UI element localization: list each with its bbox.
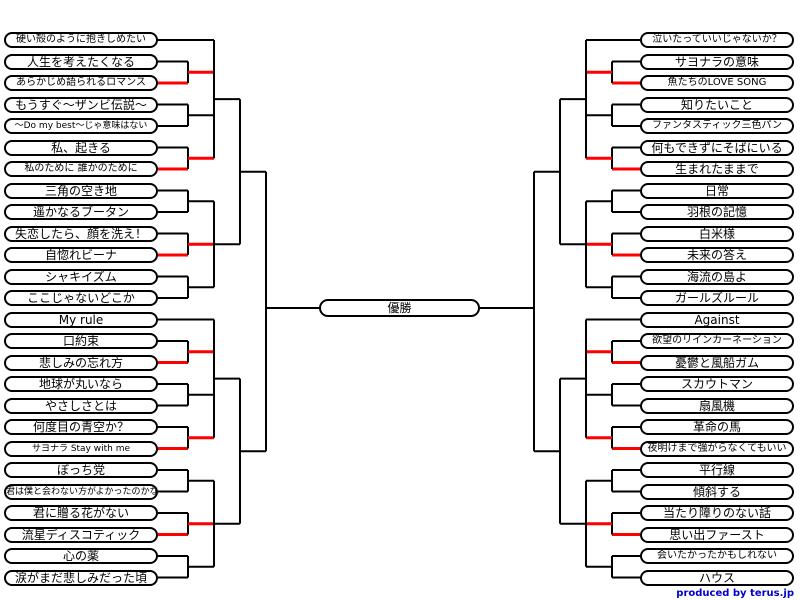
- entry-right-1: 泣いたっていいじゃないか？: [640, 32, 794, 48]
- entry-right-6: 何もできずにそばにいる: [640, 139, 794, 156]
- entry-left-8: 三角の空き地: [4, 182, 158, 199]
- entry-left-22: 君は僕と会わない方がよかったのかな: [4, 483, 158, 500]
- entry-right-16: 憂鬱と風船ガム: [640, 354, 794, 371]
- entry-left-9: 遥かなるブータン: [4, 204, 158, 220]
- entry-right-11: 未来の答え: [640, 247, 794, 263]
- entry-left-15: 口約束: [4, 333, 158, 349]
- entry-left-17: 地球が丸いなら: [4, 376, 158, 392]
- entry-left-2: 人生を考えたくなる: [4, 53, 158, 70]
- entry-left-13: ここじゃないどこか: [4, 290, 158, 306]
- entry-right-3: 魚たちのLOVE SONG: [640, 75, 794, 91]
- entry-right-10: 白米様: [640, 225, 794, 242]
- entry-right-8: 日常: [640, 182, 794, 199]
- entry-left-16: 悲しみの忘れ方: [4, 354, 158, 371]
- entry-left-10: 失恋したら、顔を洗え！: [4, 225, 158, 242]
- entry-left-20: サヨナラ Stay with me: [4, 440, 158, 457]
- final-label: 優勝: [387, 301, 412, 315]
- entry-left-4: もうすぐ～ザンビ伝説～: [4, 96, 158, 113]
- entry-left-19: 何度目の青空か？: [4, 419, 158, 435]
- entry-left-12: シャキイズム: [4, 268, 158, 285]
- entry-right-9: 羽根の記憶: [640, 204, 794, 220]
- credit-text: produced by terus.jp: [676, 588, 794, 599]
- entry-left-5: ～Do my best～じゃ意味はない: [4, 118, 158, 134]
- final-winner-box: 優勝: [319, 299, 480, 317]
- entry-right-20: 夜明けまで強がらなくてもいい: [640, 440, 794, 457]
- entry-left-26: 涙がまだ悲しみだった頃: [4, 569, 158, 586]
- entry-right-2: サヨナラの意味: [640, 53, 794, 70]
- entry-left-6: 私、起きる: [4, 139, 158, 156]
- entry-right-14: Against: [640, 311, 794, 328]
- entry-right-7: 生まれたままで: [640, 161, 794, 177]
- entry-left-3: あらかじめ語られるロマンス: [4, 75, 158, 91]
- entry-right-15: 欲望のリインカーネーション: [640, 333, 794, 349]
- entry-right-19: 革命の馬: [640, 419, 794, 435]
- entry-right-24: 思い出ファースト: [640, 526, 794, 543]
- entry-left-7: 私のために 誰かのために: [4, 161, 158, 177]
- entry-left-14: My rule: [4, 311, 158, 328]
- entry-left-24: 流星ディスコティック: [4, 526, 158, 543]
- entry-left-21: ぼっち党: [4, 462, 158, 478]
- entry-right-26: ハウス: [640, 569, 794, 586]
- entry-right-5: ファンタスティック三色パン: [640, 118, 794, 134]
- entry-right-17: スカウトマン: [640, 376, 794, 392]
- entry-right-13: ガールズルール: [640, 290, 794, 306]
- entry-right-25: 会いたかったかもしれない: [640, 548, 794, 564]
- entry-right-22: 傾斜する: [640, 483, 794, 500]
- entry-right-4: 知りたいこと: [640, 96, 794, 113]
- entry-left-25: 心の薬: [4, 548, 158, 564]
- entry-right-23: 当たり障りのない話: [640, 505, 794, 521]
- entry-right-12: 海流の島よ: [640, 268, 794, 285]
- entry-left-23: 君に贈る花がない: [4, 505, 158, 521]
- entry-right-21: 平行線: [640, 462, 794, 478]
- entry-left-1: 硬い殻のように抱きしめたい: [4, 32, 158, 48]
- entry-left-11: 自惚れビーナ: [4, 247, 158, 263]
- entry-right-18: 扇風機: [640, 397, 794, 414]
- entry-left-18: やさしさとは: [4, 397, 158, 414]
